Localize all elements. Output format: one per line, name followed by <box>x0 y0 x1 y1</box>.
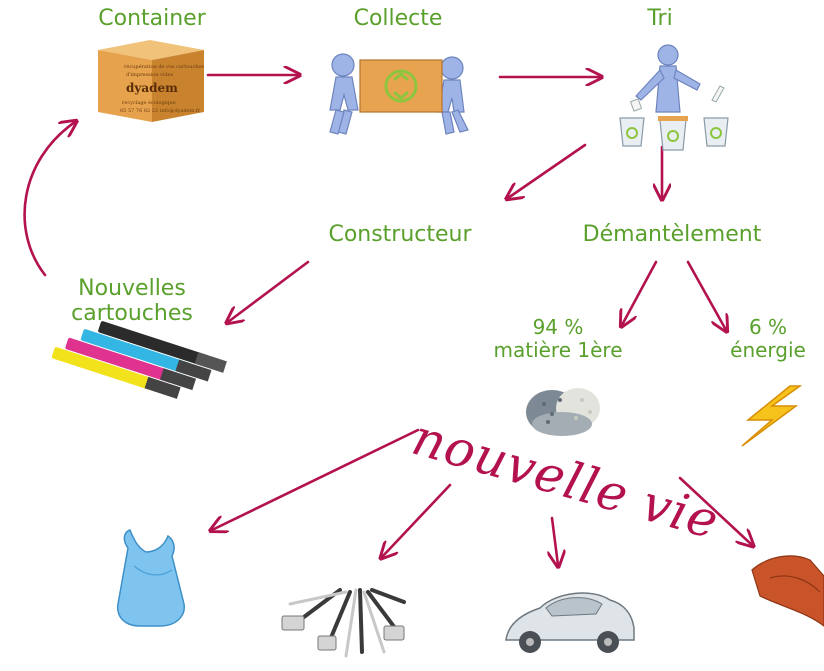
arrow-cartouches-to-container <box>23 122 75 277</box>
arrow-demantelement-to-matiere <box>622 260 658 325</box>
node-nouvelles-cartouches-line1: Nouvelles <box>78 276 186 301</box>
tri-sorting-image <box>619 44 729 151</box>
car-image <box>505 592 635 653</box>
matiere-label: matière 1ère <box>493 338 623 362</box>
node-nouvelles-cartouches: Nouvelles cartouches <box>71 276 193 327</box>
box-line-3: recyclage écologique <box>122 99 176 106</box>
node-constructeur: Constructeur <box>328 222 472 247</box>
recycle-icon <box>384 69 418 103</box>
plastic-bag-image <box>116 529 185 627</box>
box-line-4: 05 57 76 82 22 info@dyadem.fr <box>120 107 201 114</box>
node-matiere: 94 % matière 1ère <box>493 316 622 362</box>
cables-image <box>281 588 406 658</box>
box-brand: dyadem <box>126 81 178 95</box>
arrow-vie-to-car <box>552 516 558 565</box>
arrow-constructeur-to-cartouches <box>228 260 310 322</box>
node-container: Container <box>98 6 206 31</box>
roof-tiles-image <box>751 555 824 627</box>
arrow-vie-to-cables <box>382 483 452 557</box>
node-collecte: Collecte <box>353 6 443 31</box>
node-demantelement: Démantèlement <box>582 222 762 247</box>
node-energie: 6 % énergie <box>730 316 806 362</box>
node-tri: Tri <box>647 6 673 31</box>
energie-label: énergie <box>730 338 806 362</box>
gravel-image <box>526 388 600 436</box>
matiere-percent: 94 % <box>532 315 584 339</box>
lightning-icon <box>741 385 803 447</box>
box-line-2: d'impression vides <box>126 72 174 78</box>
cartridges-image <box>51 321 227 399</box>
arrow-demantelement-to-energie <box>686 260 726 330</box>
arrow-vie-to-tile <box>678 476 752 545</box>
arrow-vie-to-bag <box>212 428 420 530</box>
box-line-1: récupération de vos cartouches <box>124 63 204 70</box>
node-nouvelles-cartouches-line2: cartouches <box>71 301 193 327</box>
collecte-figures-image <box>329 53 469 135</box>
arrow-tri-to-constructeur <box>508 143 587 198</box>
energie-percent: 6 % <box>748 315 788 339</box>
container-box-image: récupération de vos cartouches d'impress… <box>98 40 204 122</box>
